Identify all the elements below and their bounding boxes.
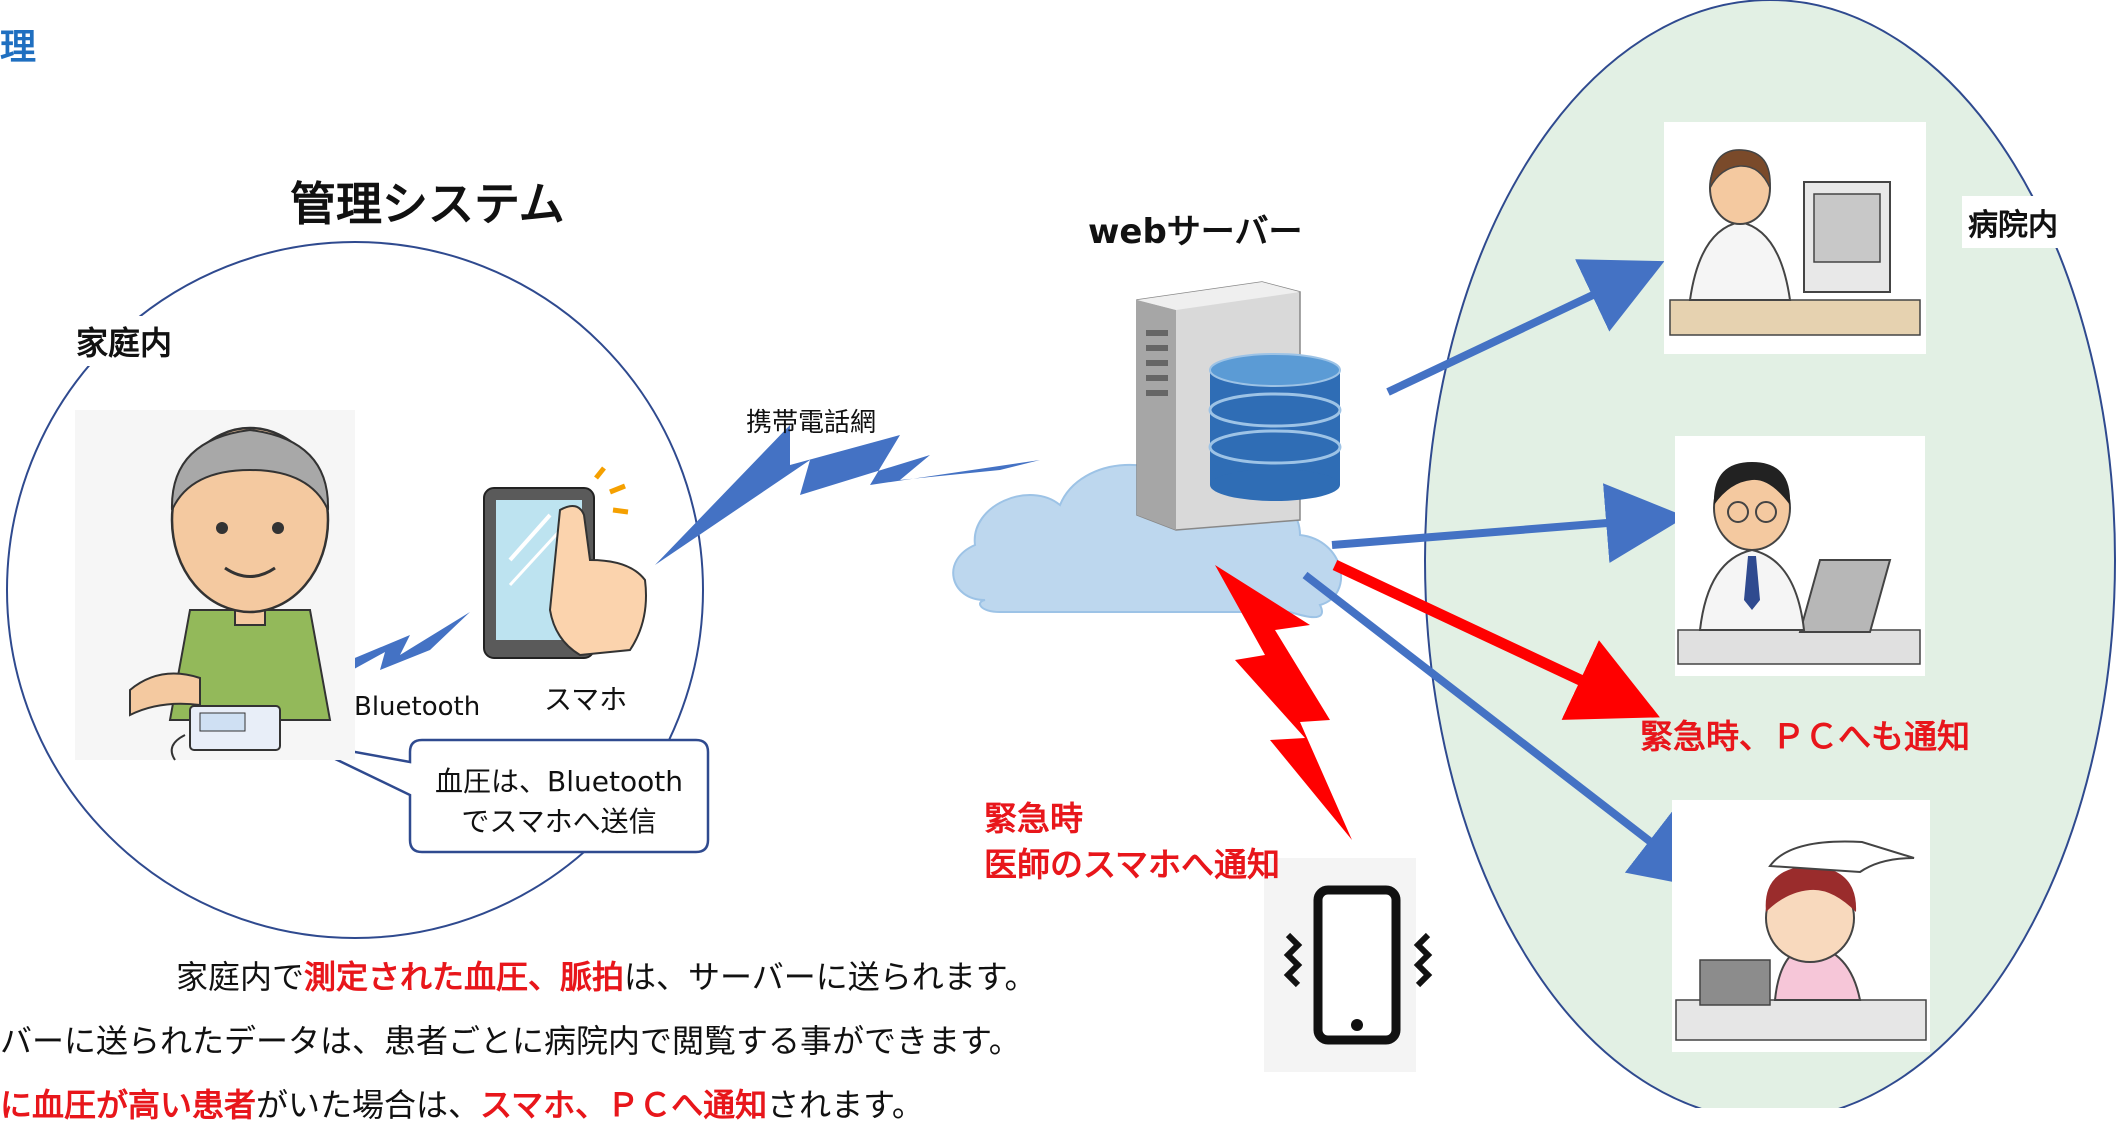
body-line-1-b: 測定された血圧、脈拍 (304, 958, 625, 996)
hospital-label: 病院内 (1962, 196, 2064, 248)
smartphone-label: スマホ (544, 683, 628, 716)
emergency-pc-note: 緊急時、ＰＣへも通知 (1640, 717, 1970, 756)
arrow-to-doctor-male (1331, 483, 1686, 563)
home-label: 家庭内 (70, 316, 179, 366)
page-title-fragment: 理 (0, 27, 37, 68)
body-line-3-a: に血圧が高い患者 (0, 1086, 257, 1124)
arrow-to-doctor-female (1386, 259, 1665, 396)
doctor-male-icon (1675, 436, 1925, 676)
emergency-phone-line-1: 緊急時 (984, 799, 1083, 838)
body-line-3: に血圧が高い患者がいた場合は、スマホ、ＰＣへ通知されます。 (0, 1080, 924, 1126)
blood-pressure-monitor-icon (170, 705, 281, 761)
system-title: 管理システム (290, 177, 565, 231)
mobile-network-label: 携帯電話網 (746, 408, 877, 438)
doctor-female-icon (1664, 122, 1926, 354)
callout-line-2: でスマホへ送信 (461, 805, 657, 838)
callout-line-1: 血圧は、Bluetooth (435, 765, 683, 798)
body-line-2: バーに送られたデータは、患者ごとに病院内で閲覧する事ができます。 (0, 1022, 1021, 1060)
body-line-3-b: がいた場合は、 (256, 1086, 481, 1124)
body-line-3-d: されます。 (767, 1086, 924, 1124)
database-icon (1208, 353, 1342, 501)
emergency-lightning (1215, 565, 1352, 840)
body-line-3-c: スマホ、ＰＣへ通知 (480, 1086, 768, 1124)
body-line-1-a: 家庭内で (176, 958, 305, 996)
network-lightning (655, 425, 1040, 565)
callout-bubble (299, 738, 710, 854)
server-label: webサーバー (1088, 212, 1303, 252)
arrow-to-nurse (1302, 571, 1713, 890)
senior-patient-icon (75, 410, 355, 760)
callout-text: 血圧は、Bluetooth でスマホへ送信 (404, 762, 714, 842)
emergency-phone-line-2: 医師のスマホへ通知 (984, 845, 1281, 884)
bluetooth-label: Bluetooth (354, 692, 481, 722)
body-line-1-c: は、サーバーに送られます。 (624, 958, 1037, 996)
vibrating-phone-icon (1264, 858, 1433, 1072)
nurse-icon (1672, 800, 1930, 1052)
smartphone-tap-icon (483, 466, 647, 659)
emergency-phone-note: 緊急時 医師のスマホへ通知 (984, 796, 1280, 888)
arrow-emergency-pc (1332, 560, 1660, 720)
body-line-1: 家庭内で測定された血圧、脈拍は、サーバーに送られます。 (176, 952, 1037, 998)
